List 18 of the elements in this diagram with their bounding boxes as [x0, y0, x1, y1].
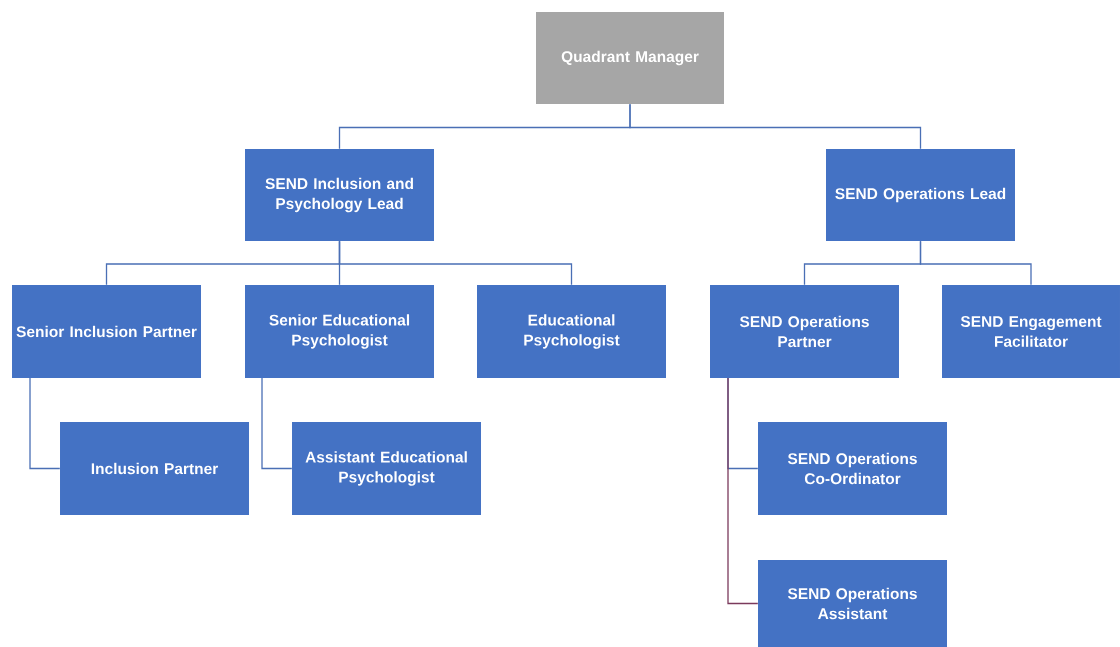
connector-line [338, 240, 573, 286]
connector-line [919, 240, 1032, 286]
connector-line [261, 377, 293, 470]
position-box: SEND Engagement Facilitator [942, 285, 1120, 378]
position-box: SEND Operations Lead [826, 149, 1015, 241]
connector-line [29, 377, 61, 470]
position-box: Educational Psychologist [477, 285, 666, 378]
position-box: SEND Operations Partner [710, 285, 899, 378]
position-box: Senior Inclusion Partner [12, 285, 201, 378]
position-box: SEND Operations Assistant [758, 560, 947, 647]
position-box: Quadrant Manager [536, 12, 724, 104]
connector-line [629, 103, 922, 150]
position-box: SEND Operations Co-Ordinator [758, 422, 947, 515]
position-box: SEND Inclusion and Psychology Lead [245, 149, 434, 241]
connector-line [727, 377, 759, 605]
position-box: Senior Educational Psychologist [245, 285, 434, 378]
position-box: Inclusion Partner [60, 422, 249, 515]
position-box: Assistant Educational Psychologist [292, 422, 481, 515]
